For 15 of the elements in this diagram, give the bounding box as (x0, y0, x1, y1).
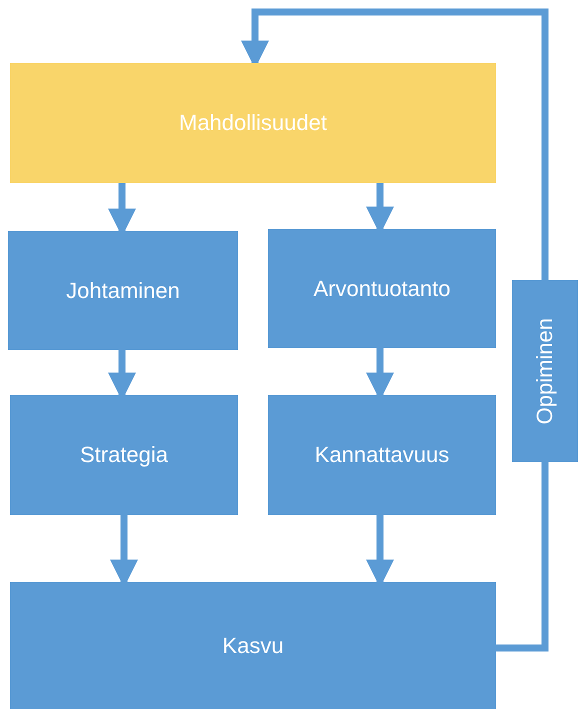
box-label: Oppiminen (531, 318, 558, 424)
box-label: Arvontuotanto (314, 274, 450, 302)
process-box (10, 582, 496, 709)
box-label: Kannattavuus (314, 441, 450, 469)
process-box (268, 395, 496, 515)
process-box (10, 395, 238, 515)
box-label: Mahdollisuudet (179, 109, 327, 137)
box-label: Kasvu (222, 632, 284, 660)
arrow (241, 8, 548, 280)
process-box (8, 231, 238, 350)
box-label: Strategia (80, 441, 168, 469)
process-box (268, 229, 496, 348)
process-box (10, 63, 496, 183)
process-box (512, 280, 578, 462)
box-label: Johtaminen (66, 276, 180, 304)
